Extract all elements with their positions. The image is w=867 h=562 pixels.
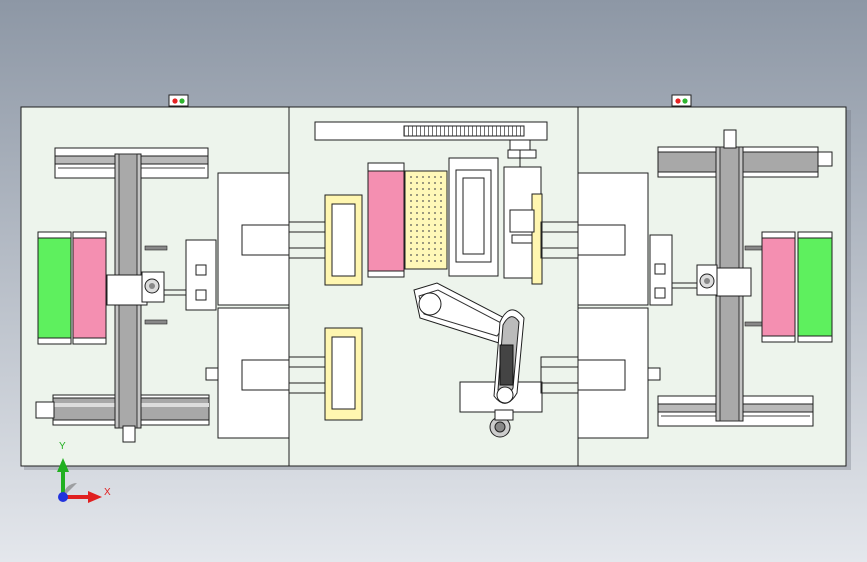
center-inspection-fixture[interactable]	[448, 157, 499, 277]
scara-robot-arm[interactable]	[413, 282, 543, 438]
left-lower-fixture-plate[interactable]	[205, 307, 326, 439]
left-indicator-light	[168, 94, 189, 107]
right-gantry-module[interactable]	[657, 129, 833, 427]
left-upper-fixture-plate[interactable]	[217, 172, 326, 306]
right-transfer-bracket[interactable]	[649, 234, 673, 306]
center-yellow-fixture-lower[interactable]	[324, 327, 363, 421]
center-pink-tray[interactable]	[367, 162, 405, 278]
right-indicator-light	[671, 94, 692, 107]
triad-x-label: X	[104, 487, 111, 498]
right-tray-stack[interactable]	[761, 231, 833, 343]
right-lower-fixture-plate[interactable]	[540, 307, 661, 439]
left-gantry-module[interactable]	[35, 147, 210, 443]
view-orientation-triad[interactable]	[57, 458, 102, 503]
left-transfer-bracket[interactable]	[185, 239, 217, 311]
center-top-linear-rail[interactable]	[314, 121, 548, 159]
center-yellow-fixture-upper[interactable]	[324, 194, 363, 286]
right-upper-fixture-plate[interactable]	[540, 172, 649, 306]
center-lift-module[interactable]	[503, 150, 543, 285]
center-perforated-plate[interactable]	[404, 170, 448, 270]
triad-y-label: Y	[59, 441, 66, 452]
left-tray-stack[interactable]	[37, 231, 107, 345]
